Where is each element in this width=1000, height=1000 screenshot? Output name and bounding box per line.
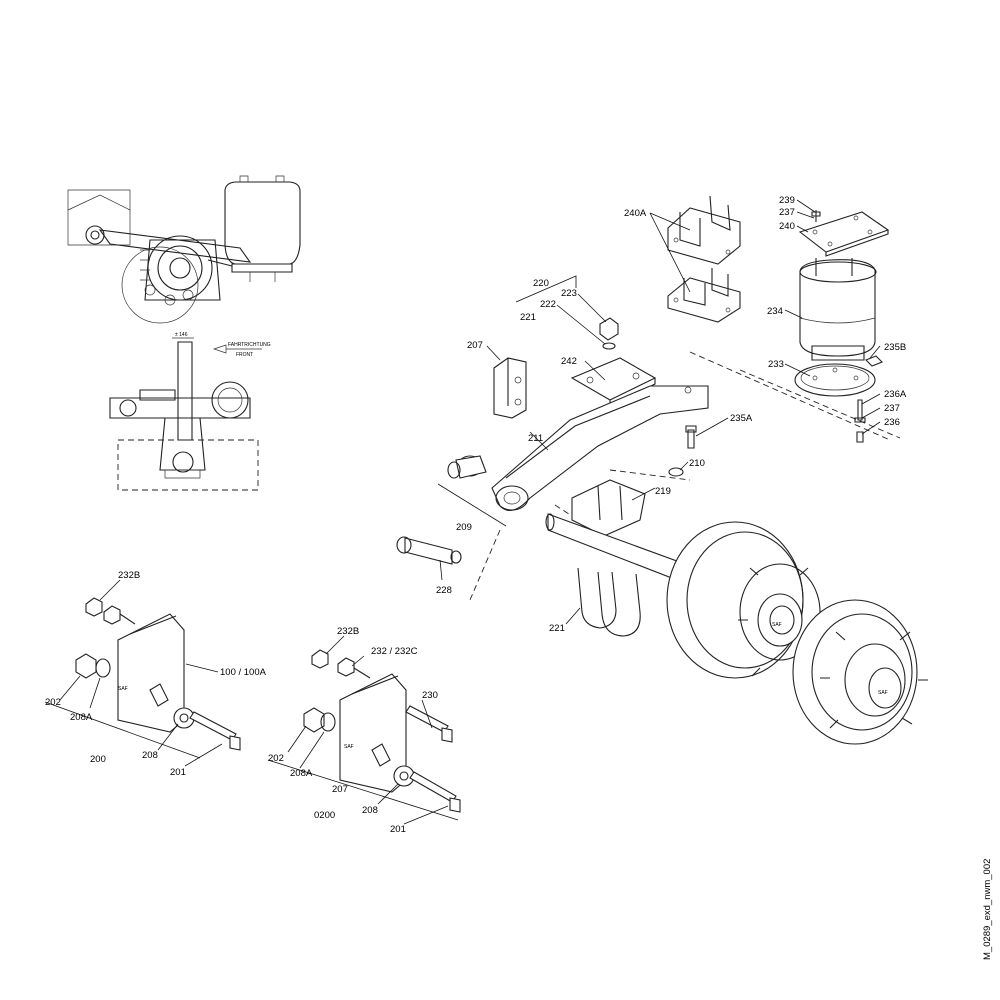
callout-235a: 235A — [730, 413, 753, 424]
main-exploded-view: SAF SAF — [396, 195, 928, 745]
nut-235b — [865, 355, 883, 367]
callout-233: 233 — [768, 359, 784, 370]
callout-208-left: 208 — [142, 750, 158, 761]
callout-207: 207 — [467, 340, 483, 351]
overview-side-view — [67, 175, 301, 324]
callout-208-center: 208 — [362, 805, 378, 816]
top-plate-240 — [798, 210, 890, 257]
bolt-236 — [856, 431, 864, 443]
trailing-arm-211 — [491, 385, 709, 512]
callout-211: 211 — [528, 433, 543, 444]
callout-100-100a: 100 / 100A — [220, 667, 267, 678]
drawing-id: M_0289_exd_nwm_002 — [982, 859, 993, 960]
brand-mark-drum: SAF — [772, 622, 782, 628]
callout-222: 222 — [540, 299, 556, 310]
callout-228: 228 — [436, 585, 452, 596]
callout-207-center: 207 — [332, 784, 348, 795]
dimension-note: ± 146 — [175, 332, 188, 338]
callout-234: 234 — [767, 306, 783, 317]
washer-210 — [668, 467, 684, 477]
callout-236a: 236A — [884, 389, 907, 400]
brake-drum — [666, 521, 824, 679]
nut-223 — [599, 317, 619, 341]
callout-210: 210 — [689, 458, 705, 469]
axle-seat-219 — [571, 479, 646, 537]
callout-208a-center: 208A — [290, 768, 313, 779]
callout-208a-left: 208A — [70, 712, 93, 723]
callout-202-center: 202 — [268, 753, 284, 764]
callout-200: 200 — [90, 754, 106, 765]
callout-220: 220 — [533, 278, 549, 289]
callout-219: 219 — [655, 486, 671, 497]
bracket-assembly-0200: SAF — [267, 649, 461, 821]
brand-mark-bracket-b: SAF — [344, 744, 354, 750]
callout-201-center: 201 — [390, 824, 406, 835]
callout-223: 223 — [561, 288, 577, 299]
shock-absorber-228 — [396, 536, 462, 565]
callout-240: 240 — [779, 221, 795, 232]
brand-mark-hub: SAF — [878, 690, 888, 696]
callout-labels: 239 237 240 240A 234 235B 233 236A 237 2… — [45, 195, 907, 835]
wheel-hub-disc — [792, 599, 928, 745]
bracket-assembly-200: SAF — [44, 597, 241, 759]
direction-label: FAHRTRICHTUNG — [228, 342, 271, 348]
hanger-bracket-207 — [493, 357, 527, 419]
leader-lines — [59, 199, 881, 825]
bolt-236a — [857, 399, 863, 421]
bracket-240a — [667, 195, 741, 323]
bush-209 — [447, 455, 487, 479]
callout-221-top: 221 — [520, 312, 536, 323]
callout-235b: 235B — [884, 342, 906, 353]
callout-230: 230 — [422, 690, 438, 701]
air-spring-234 — [799, 258, 877, 361]
bolt-235a — [687, 429, 695, 449]
u-bolt-221 — [577, 567, 641, 637]
callout-239: 239 — [779, 195, 795, 206]
callout-237: 237 — [779, 207, 795, 218]
direction-label-en: FRONT — [236, 352, 253, 358]
callout-232b-left: 232B — [118, 570, 140, 581]
callout-201-left: 201 — [170, 767, 186, 778]
callout-0200: 0200 — [314, 810, 335, 821]
callout-209: 209 — [456, 522, 472, 533]
callout-236: 236 — [884, 417, 900, 428]
callout-232-232c: 232 / 232C — [371, 646, 418, 657]
callout-232b-center: 232B — [337, 626, 359, 637]
callout-221-bottom: 221 — [549, 623, 565, 634]
callout-242: 242 — [561, 356, 577, 367]
callout-237b: 237 — [884, 403, 900, 414]
base-plate-233 — [794, 363, 876, 397]
callout-202-left: 202 — [45, 697, 61, 708]
washer-222 — [602, 342, 616, 350]
callout-240a: 240A — [624, 208, 647, 219]
overview-top-view: ± 146 FAHRTRICHTUNG FRONT — [109, 332, 271, 491]
brand-mark-bracket-a: SAF — [118, 686, 128, 692]
